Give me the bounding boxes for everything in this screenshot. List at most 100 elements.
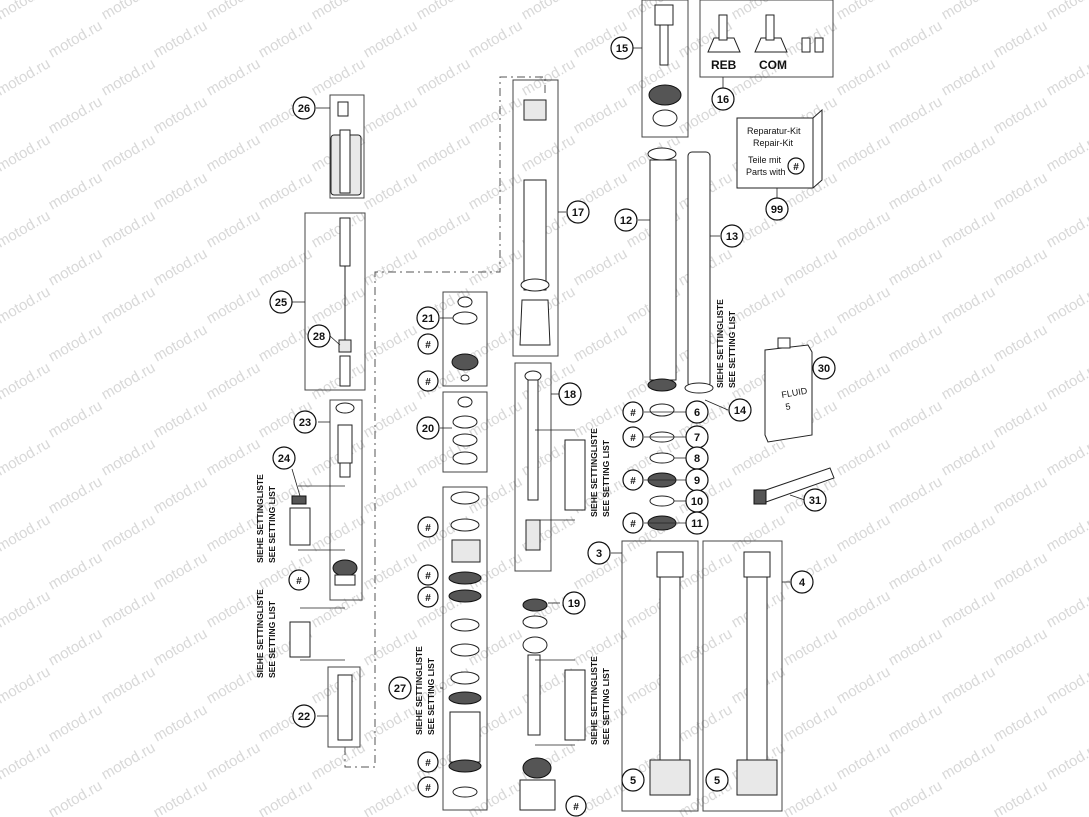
watermark-text: motod.ru	[886, 549, 946, 593]
hash-symbol: #	[425, 593, 431, 604]
watermark-text: motod.ru	[991, 777, 1051, 817]
watermark-text: motod.ru	[939, 511, 999, 555]
watermark-text: motod.ru	[256, 321, 316, 365]
watermark-text: motod.ru	[886, 397, 946, 441]
setting-note-6: SIEHE SETTINGLISTE SEE SETTING LIST	[715, 299, 737, 388]
callout-9: 9	[685, 468, 709, 492]
part-25-group	[292, 212, 366, 391]
watermark-text: motod.ru	[834, 587, 894, 631]
watermark-text: motod.ru	[676, 701, 736, 745]
callout-4-number: 4	[799, 577, 806, 589]
watermark-text: motod.ru	[886, 625, 946, 669]
callout-16: 16	[711, 87, 735, 111]
watermark-text: motod.ru	[151, 169, 211, 213]
watermark-text: motod.ru	[361, 245, 421, 289]
watermark-text: motod.ru	[99, 739, 159, 783]
watermark-text: motod.ru	[309, 587, 369, 631]
callout-99: 99	[765, 197, 789, 221]
watermark-text: motod.ru	[0, 131, 53, 175]
svg-text:SEE SETTING LIST: SEE SETTING LIST	[267, 600, 277, 678]
callout-11: 11	[685, 511, 709, 535]
hash-symbol: #	[630, 433, 636, 444]
watermark-text: motod.ru	[834, 131, 894, 175]
callout-21-number: 21	[422, 313, 434, 325]
setting-note-3: SIEHE SETTINGLISTE SEE SETTING LIST	[414, 646, 436, 735]
watermark-text: motod.ru	[571, 321, 631, 365]
svg-text:SEE SETTING LIST: SEE SETTING LIST	[426, 657, 436, 735]
hash-callout: #	[787, 157, 805, 175]
watermark-text: motod.ru	[991, 93, 1051, 137]
part-4-group	[702, 540, 790, 812]
part-19-group	[519, 598, 586, 811]
callout-30: 30	[812, 356, 836, 380]
callout-28: 28	[307, 324, 331, 348]
callout-11-number: 11	[691, 518, 703, 530]
callout-6-number: 6	[694, 407, 700, 419]
watermark-text: motod.ru	[99, 663, 159, 707]
callout-20: 20	[416, 416, 440, 440]
watermark-text: motod.ru	[151, 245, 211, 289]
watermark-text: motod.ru	[256, 169, 316, 213]
watermark-text: motod.ru	[361, 777, 421, 817]
watermark-text: motod.ru	[204, 435, 264, 479]
watermark-text: motod.ru	[991, 321, 1051, 365]
watermark-text: motod.ru	[361, 321, 421, 365]
watermark-text: motod.ru	[886, 701, 946, 745]
watermark-text: motod.ru	[256, 17, 316, 61]
callout-5-left-number: 5	[630, 775, 636, 787]
callout-20-number: 20	[422, 423, 434, 435]
callout-31: 31	[803, 488, 827, 512]
hash-callout: #	[622, 512, 644, 534]
callout-31-number: 31	[809, 495, 821, 507]
watermark-text: motod.ru	[256, 777, 316, 817]
watermark-text: motod.ru	[0, 511, 53, 555]
watermark-text: motod.ru	[309, 359, 369, 403]
watermark-text: motod.ru	[414, 131, 474, 175]
fluid-can-group	[764, 337, 813, 443]
watermark-text: motod.ru	[834, 359, 894, 403]
hash-callout: #	[622, 469, 644, 491]
svg-text:SIEHE SETTINGLISTE: SIEHE SETTINGLISTE	[589, 656, 599, 745]
callout-21: 21	[416, 306, 440, 330]
watermark-text: motod.ru	[571, 625, 631, 669]
watermark-text: motod.ru	[834, 0, 894, 23]
watermark-text: motod.ru	[46, 549, 106, 593]
watermark-text: motod.ru	[414, 55, 474, 99]
part-27-group	[440, 486, 488, 811]
callout-12-number: 12	[620, 215, 632, 227]
watermark-text: motod.ru	[99, 131, 159, 175]
watermark-text: motod.ru	[46, 777, 106, 817]
hash-symbol: #	[630, 519, 636, 530]
callout-23: 23	[293, 410, 317, 434]
hash-symbol: #	[630, 408, 636, 419]
callout-17-number: 17	[572, 207, 584, 219]
watermark-text: motod.ru	[46, 625, 106, 669]
part-12-13-group	[638, 147, 729, 411]
hash-symbol: #	[425, 783, 431, 794]
watermark-text: motod.ru	[361, 549, 421, 593]
svg-text:SIEHE SETTINGLISTE: SIEHE SETTINGLISTE	[255, 589, 265, 678]
watermark-text: motod.ru	[1044, 435, 1089, 479]
watermark-text: motod.ru	[99, 359, 159, 403]
hash-callout: #	[622, 401, 644, 423]
hash-callout: #	[417, 564, 439, 586]
hash-symbol: #	[630, 476, 636, 487]
watermark-text: motod.ru	[1044, 55, 1089, 99]
hash-callout: #	[417, 776, 439, 798]
watermark-text: motod.ru	[99, 283, 159, 327]
watermark-text: motod.ru	[676, 549, 736, 593]
fluid-can-number: 5	[785, 401, 792, 412]
part-26-group	[316, 94, 365, 199]
callout-22: 22	[292, 704, 316, 728]
watermark-text: motod.ru	[939, 359, 999, 403]
watermark-text: motod.ru	[46, 169, 106, 213]
hash-callout: #	[417, 370, 439, 392]
callout-5-right-number: 5	[714, 775, 720, 787]
svg-text:SEE SETTING LIST: SEE SETTING LIST	[267, 485, 277, 563]
watermark-text: motod.ru	[1044, 739, 1089, 783]
watermark-text: motod.ru	[939, 207, 999, 251]
callout-26: 26	[292, 96, 316, 120]
callout-24: 24	[272, 446, 296, 470]
part-20-group	[440, 391, 488, 473]
